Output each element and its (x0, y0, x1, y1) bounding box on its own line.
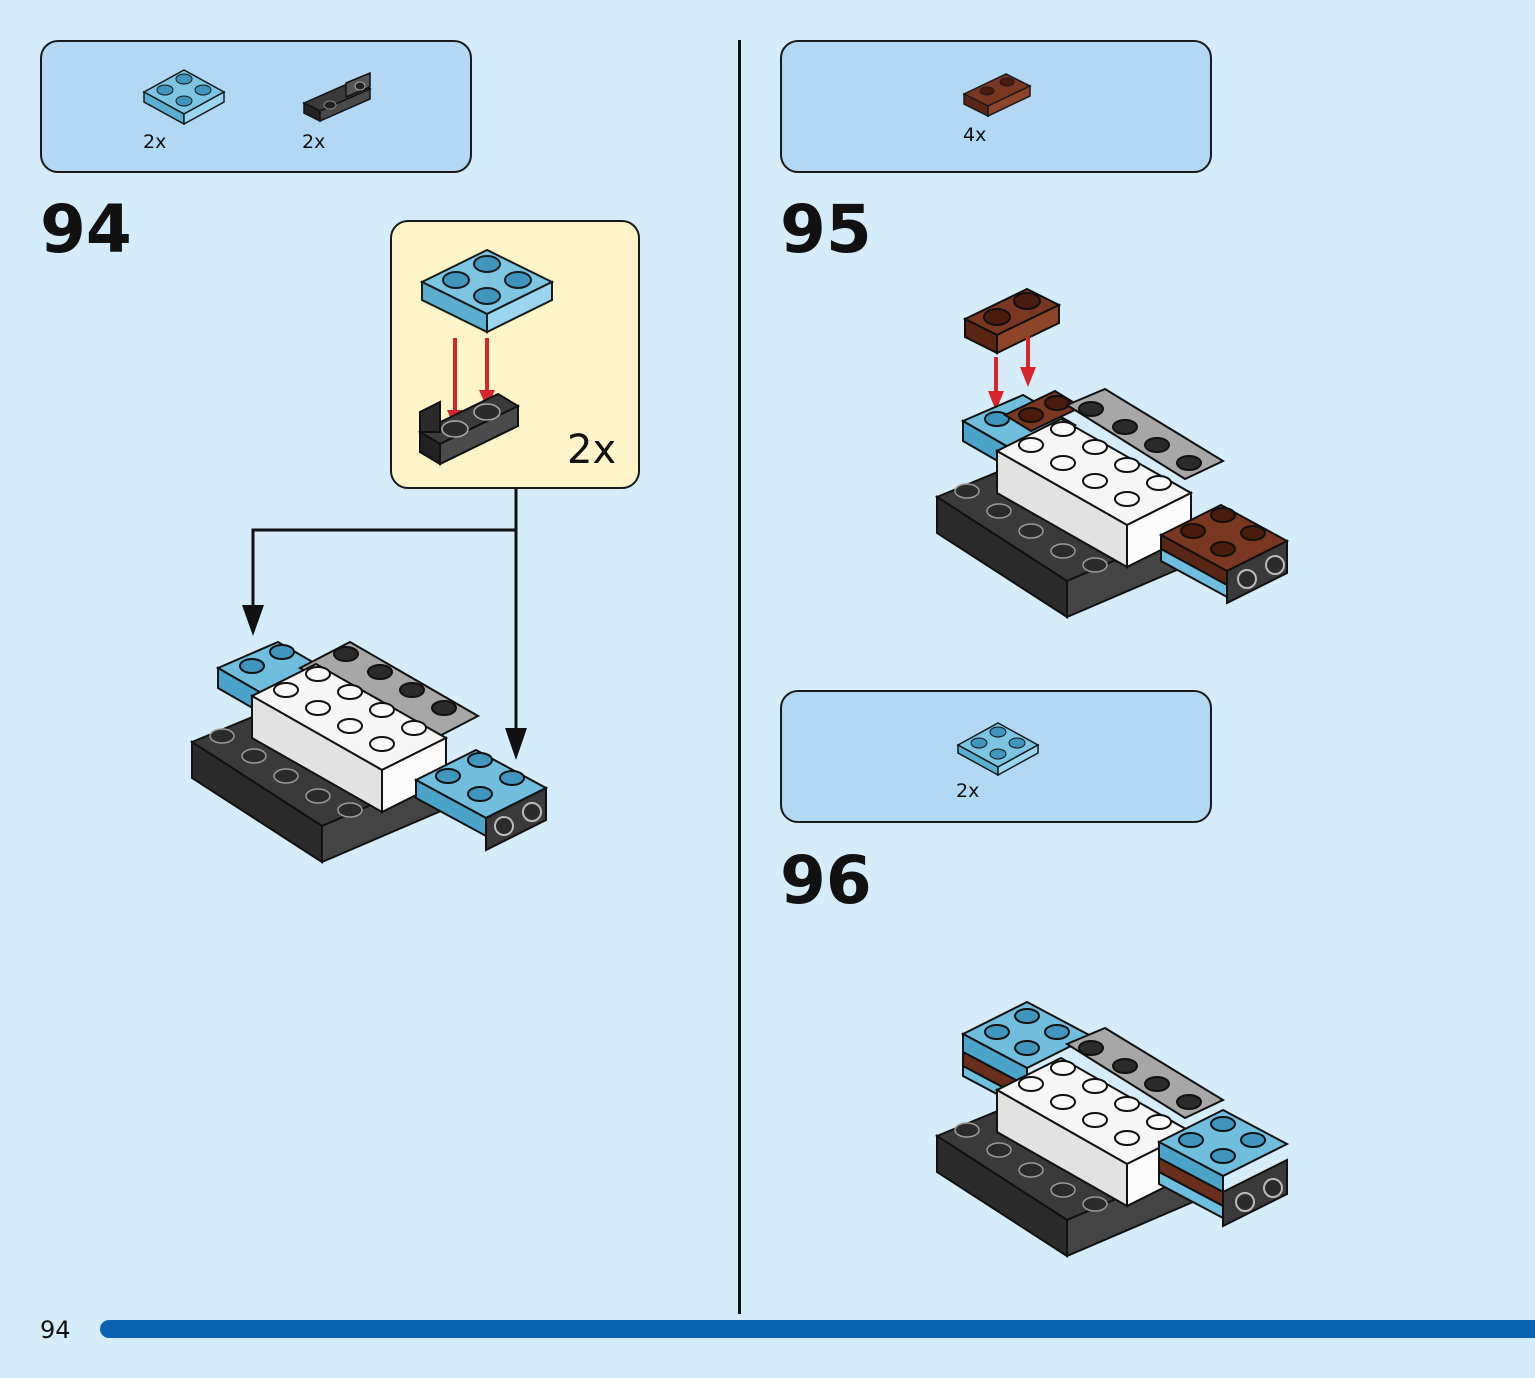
part-qty: 4x (963, 124, 987, 146)
column-divider (738, 40, 741, 1314)
parts-list-step-95: 4x (780, 40, 1212, 173)
sub-assembly-qty: 2x (567, 427, 617, 473)
part-qty: 2x (302, 131, 326, 153)
sub-assembly-box: 2x (390, 220, 640, 489)
page-progress-bar (100, 1320, 1535, 1338)
parts-list-step-94: 2x 2x (40, 40, 472, 173)
part-qty: 2x (956, 780, 980, 802)
step-number: 94 (40, 191, 132, 268)
page-number: 94 (40, 1316, 71, 1344)
parts-list-step-96: 2x (780, 690, 1212, 823)
light-blue-plate-2x2-icon (956, 722, 1040, 777)
step-95-model (934, 287, 1290, 619)
step-94-model (189, 640, 549, 864)
step-96-model (934, 1000, 1290, 1258)
step-number: 96 (780, 842, 872, 919)
black-bracket-plate-icon (302, 71, 372, 123)
step-number: 95 (780, 191, 872, 268)
brown-plate-1x2-icon (962, 73, 1032, 118)
part-qty: 2x (143, 131, 167, 153)
light-blue-plate-2x2-icon (142, 69, 226, 126)
sub-assembly-illustration (417, 248, 555, 466)
